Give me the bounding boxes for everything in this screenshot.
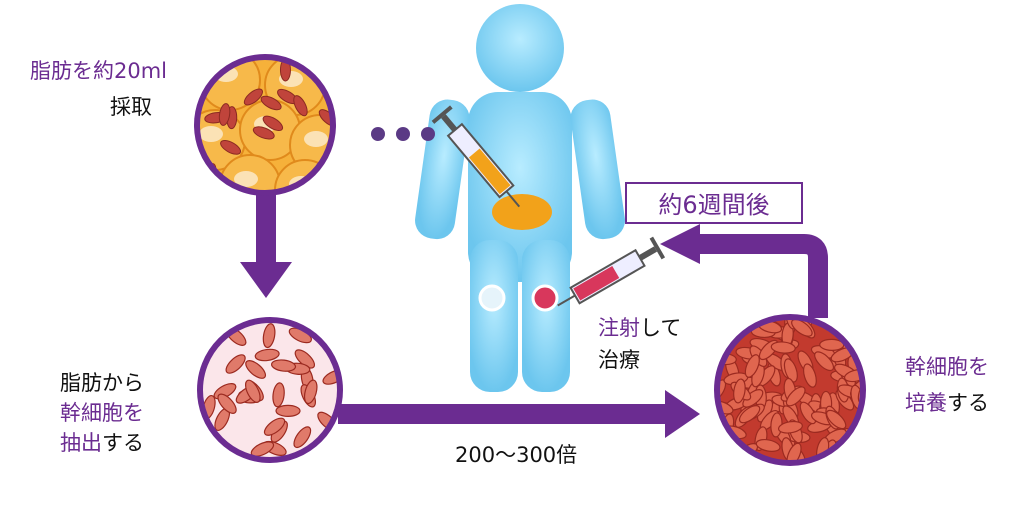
stem-cell: [275, 404, 301, 417]
dotted-connector: [371, 127, 435, 141]
arrow-return: [696, 234, 828, 318]
stem-cell: [755, 438, 781, 452]
inject-suffix: して: [640, 316, 682, 340]
weeks-label-box: 約6週間後: [625, 182, 803, 224]
stem-cell: [777, 420, 803, 434]
stem-cell: [733, 378, 746, 404]
culture-word: 培養: [905, 391, 947, 415]
extract-line3: 抽出する: [60, 428, 144, 458]
stem-cell: [271, 359, 297, 372]
extract-suffix: する: [102, 431, 144, 455]
fat-cell-highlight: [199, 126, 223, 142]
stem-cell: [262, 323, 276, 349]
culture-suffix: する: [947, 391, 989, 415]
culture-line2: 培養する: [905, 388, 989, 418]
extract-word: 抽出: [60, 431, 102, 455]
stem-cell: [245, 360, 267, 379]
stem-cell: [826, 409, 847, 430]
stem-cell: [217, 393, 237, 414]
right-knee-icon: [531, 284, 559, 312]
stem-cell: [225, 354, 246, 374]
stem-cell: [744, 354, 760, 378]
arrow-right: [338, 390, 700, 438]
stem-cell: [738, 405, 761, 424]
blood-cell: [220, 140, 242, 155]
stem-cell: [303, 379, 318, 405]
blood-cell: [252, 126, 275, 140]
harvest-label: 脂肪を約20ml: [30, 56, 167, 86]
stem-cell: [785, 386, 806, 407]
multiplier-label: 200〜300倍: [455, 443, 578, 467]
arrow-down: [240, 192, 292, 298]
stem-cell: [263, 417, 286, 436]
culture-line1: 幹細胞を: [905, 355, 989, 379]
blood-cell: [243, 88, 263, 106]
blood-cell: [218, 103, 231, 126]
stem-cell: [783, 358, 798, 383]
inject-line2: 治療: [598, 348, 640, 372]
blood-cell: [260, 95, 282, 111]
stem-cell: [293, 426, 312, 449]
syringe-harvest-icon: [431, 105, 521, 208]
stem-cell: [799, 401, 817, 425]
stem-cell: [814, 351, 835, 372]
harvest-amount: 脂肪を約20ml: [30, 59, 168, 83]
left-knee-icon: [478, 284, 506, 312]
stem-cell: [250, 441, 275, 457]
stem-cell: [819, 338, 845, 351]
extracted-stem-cells: [202, 323, 340, 457]
arrow-return-head: [660, 224, 700, 264]
inject-line1: 注射して: [598, 313, 681, 343]
abdomen-fat-icon: [492, 194, 552, 230]
human-figure: [415, 4, 625, 392]
extract-line2: 幹細胞を: [60, 401, 144, 425]
blood-cell: [197, 176, 218, 188]
blood-cell: [262, 115, 284, 132]
stem-cell: [254, 348, 280, 362]
stem-cell: [791, 318, 813, 337]
fat-cell-highlight: [304, 131, 328, 147]
blood-cell: [293, 95, 308, 117]
stem-cell: [272, 382, 285, 408]
stem-cell: [770, 341, 796, 354]
stem-cell: [294, 349, 316, 369]
inject-word: 注射: [598, 316, 640, 340]
stem-cell: [245, 379, 261, 403]
extract-line1: 脂肪から: [60, 371, 144, 395]
harvest-action: 採取: [110, 95, 152, 119]
fat-cell-highlight: [234, 171, 258, 187]
stem-cell: [802, 363, 817, 388]
syringe-inject-icon: [557, 236, 666, 307]
